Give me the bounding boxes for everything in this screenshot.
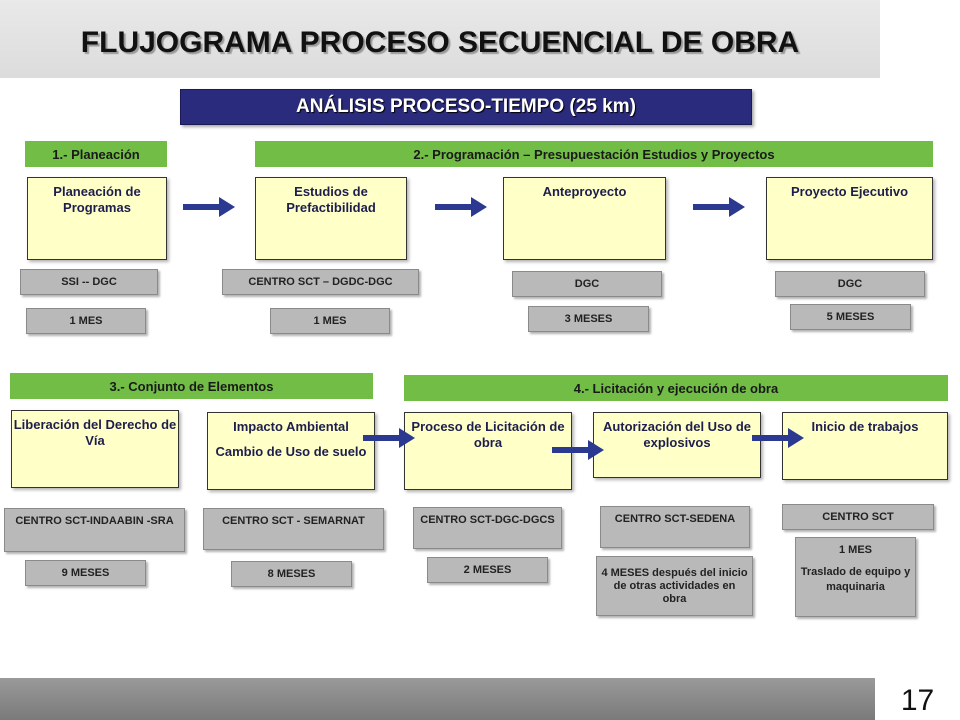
responsible-box: CENTRO SCT-SEDENA bbox=[600, 506, 750, 548]
responsible-box: DGC bbox=[775, 271, 925, 297]
responsible-box: DGC bbox=[512, 271, 662, 297]
title-band bbox=[0, 0, 880, 78]
flow-arrow-icon bbox=[183, 197, 235, 217]
process-box-autorizacion-explosivos: Autorización del Uso de explosivos bbox=[593, 412, 761, 478]
process-box-sublabel: Cambio de Uso de suelo bbox=[215, 444, 367, 459]
process-box-liberacion-derecho-via: Liberación del Derecho de Vía bbox=[11, 410, 179, 488]
responsible-box: CENTRO SCT-INDAABIN -SRA bbox=[4, 508, 185, 552]
process-box-inicio-trabajos: Inicio de trabajos bbox=[782, 412, 948, 480]
duration-box: 2 MESES bbox=[427, 557, 548, 583]
process-box-planeacion-programas: Planeación de Programas bbox=[27, 177, 167, 260]
responsible-box: CENTRO SCT bbox=[782, 504, 934, 530]
process-box-anteproyecto: Anteproyecto bbox=[503, 177, 666, 260]
flow-arrow-icon bbox=[752, 428, 804, 448]
duration-box: 8 MESES bbox=[231, 561, 352, 587]
phase-bar-licitacion: 4.- Licitación y ejecución de obra bbox=[404, 375, 948, 401]
duration-box: 4 MESES después del inicio de otras acti… bbox=[596, 556, 753, 616]
process-box-proyecto-ejecutivo: Proyecto Ejecutivo bbox=[766, 177, 933, 260]
duration-box: 5 MESES bbox=[790, 304, 911, 330]
process-box-impacto-ambiental: Impacto Ambiental Cambio de Uso de suelo bbox=[207, 412, 375, 490]
flow-arrow-icon bbox=[435, 197, 487, 217]
page-number: 17 bbox=[875, 682, 960, 720]
process-box-proceso-licitacion: Proceso de Licitación de obra bbox=[404, 412, 572, 490]
responsible-box: CENTRO SCT-DGC-DGCS bbox=[413, 507, 562, 549]
duration-box: 3 MESES bbox=[528, 306, 649, 332]
footer-band bbox=[0, 678, 875, 720]
responsible-box: SSI -- DGC bbox=[20, 269, 158, 295]
duration-box: 1 MES bbox=[26, 308, 146, 334]
flow-arrow-icon bbox=[552, 440, 604, 460]
flow-arrow-icon bbox=[693, 197, 745, 217]
flow-arrow-icon bbox=[363, 428, 415, 448]
phase-bar-planeacion: 1.- Planeación bbox=[25, 141, 167, 167]
process-box-label: Impacto Ambiental bbox=[233, 419, 349, 434]
duration-note: Traslado de equipo y maquinaria bbox=[800, 566, 911, 593]
duration-box: 9 MESES bbox=[25, 560, 146, 586]
page-subtitle: ANÁLISIS PROCESO-TIEMPO (25 km) bbox=[180, 89, 752, 125]
phase-bar-conjunto-elementos: 3.- Conjunto de Elementos bbox=[10, 373, 373, 399]
responsible-box: CENTRO SCT – DGDC-DGC bbox=[222, 269, 419, 295]
page-title: FLUJOGRAMA PROCESO SECUENCIAL DE OBRA bbox=[80, 26, 800, 59]
duration-box: 1 MES Traslado de equipo y maquinaria bbox=[795, 537, 916, 617]
phase-bar-programacion: 2.- Programación – Presupuestación Estud… bbox=[255, 141, 933, 167]
duration-box: 1 MES bbox=[270, 308, 390, 334]
responsible-box: CENTRO SCT - SEMARNAT bbox=[203, 508, 384, 550]
process-box-estudios-prefactibilidad: Estudios de Prefactibilidad bbox=[255, 177, 407, 260]
duration-value: 1 MES bbox=[838, 544, 872, 556]
